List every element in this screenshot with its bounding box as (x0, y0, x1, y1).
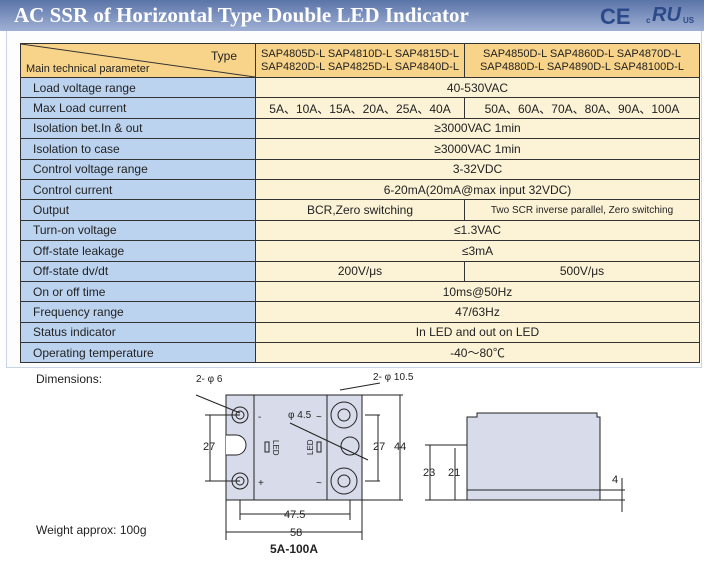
param-name: Frequency range (20, 301, 256, 323)
param-name: Off-state leakage (20, 240, 256, 262)
terminal-minus: - (258, 412, 261, 423)
param-value: 3-32VDC (255, 158, 700, 180)
param-name: Off-state dv/dt (20, 260, 256, 282)
param-name: Control current (20, 178, 256, 201)
table-row: Isolation bet.In & out≥3000VAC 1min (20, 117, 700, 140)
model-range-label: 5A-100A (270, 542, 319, 556)
table-row: Off-state leakage≤3mA (20, 240, 700, 262)
param-value-group-1: 200V/μs (255, 260, 465, 282)
model-line: SAP4820D-L SAP4825D-L SAP4840D-L (261, 60, 459, 73)
model-line: SAP4805D-L SAP4810D-L SAP4815D-L (261, 47, 459, 60)
param-value: 10ms@50Hz (255, 280, 700, 303)
model-group-1: SAP4805D-L SAP4810D-L SAP4815D-L SAP4820… (255, 43, 465, 78)
title-bar: AC SSR of Horizontal Type Double LED Ind… (0, 0, 704, 31)
param-name: Max Load current (20, 97, 256, 119)
param-name: Output (20, 199, 256, 221)
weight-label: Weight approx: 100g (36, 523, 147, 537)
dim-44: 44 (394, 441, 406, 453)
ce-mark: CE (600, 4, 631, 29)
dim-58: 58 (290, 527, 302, 539)
param-name: Turn-on voltage (20, 219, 256, 242)
param-name: Operating temperature (20, 342, 256, 364)
table-row: Isolation to case≥3000VAC 1min (20, 138, 700, 160)
model-line: SAP4880D-L SAP4890D-L SAP48100D-L (479, 60, 685, 73)
param-value-group-1: 5A、10A、15A、20A、25A、40A (255, 97, 465, 119)
model-group-2: SAP4850D-L SAP4860D-L SAP4870D-L SAP4880… (464, 43, 700, 78)
ul-mark: RU (652, 4, 681, 26)
header-type: Type (210, 49, 237, 63)
ul-us: US (683, 16, 695, 25)
param-value: 40-530VAC (255, 76, 700, 99)
hole-large-label: 2- φ 10.5 (373, 372, 414, 383)
param-value: ≥3000VAC 1min (255, 138, 700, 160)
param-value: ≤1.3VAC (255, 219, 700, 242)
table-row: Operating temperature-40～80℃ (20, 342, 700, 364)
terminal-ac-2: ~ (316, 478, 322, 489)
dim-47-5: 47.5 (284, 509, 305, 521)
param-name: Control voltage range (20, 158, 256, 180)
dim-27-right: 27 (373, 441, 385, 453)
table-row: Turn-on voltage≤1.3VAC (20, 219, 700, 242)
param-value: In LED and out on LED (255, 321, 700, 344)
param-value: ≤3mA (255, 240, 700, 262)
spec-table: Type Main technical parameter SAP4805D-L… (20, 43, 700, 364)
param-name: Isolation to case (20, 138, 256, 160)
dim-23: 23 (423, 467, 435, 479)
table-header: Type Main technical parameter SAP4805D-L… (20, 43, 700, 78)
led-label-output: LED (306, 439, 315, 455)
dimensions-label: Dimensions: (36, 372, 103, 386)
hole-mid-label: φ 4.5 (288, 410, 312, 421)
param-value-group-1: BCR,Zero switching (255, 199, 465, 221)
hole-small-label: 2- φ 6 (196, 374, 223, 385)
dim-4: 4 (612, 474, 618, 486)
param-value: -40～80℃ (255, 342, 700, 364)
header-corner: Type Main technical parameter (20, 43, 256, 78)
param-value-group-2: 500V/μs (464, 260, 700, 282)
led-label-input: LED (271, 440, 280, 456)
param-name: Load voltage range (20, 76, 256, 99)
dim-21: 21 (448, 467, 460, 479)
ul-c: c (646, 16, 651, 25)
param-value-group-2: 50A、60A、70A、80A、90A、100A (464, 97, 700, 119)
model-line: SAP4850D-L SAP4860D-L SAP4870D-L (483, 47, 681, 60)
header-param: Main technical parameter (26, 63, 150, 75)
param-name: Isolation bet.In & out (20, 117, 256, 140)
page-title: AC SSR of Horizontal Type Double LED Ind… (14, 3, 469, 27)
terminal-ac-1: ~ (316, 412, 322, 423)
terminal-plus: + (258, 478, 264, 489)
dim-27-left: 27 (203, 441, 215, 453)
